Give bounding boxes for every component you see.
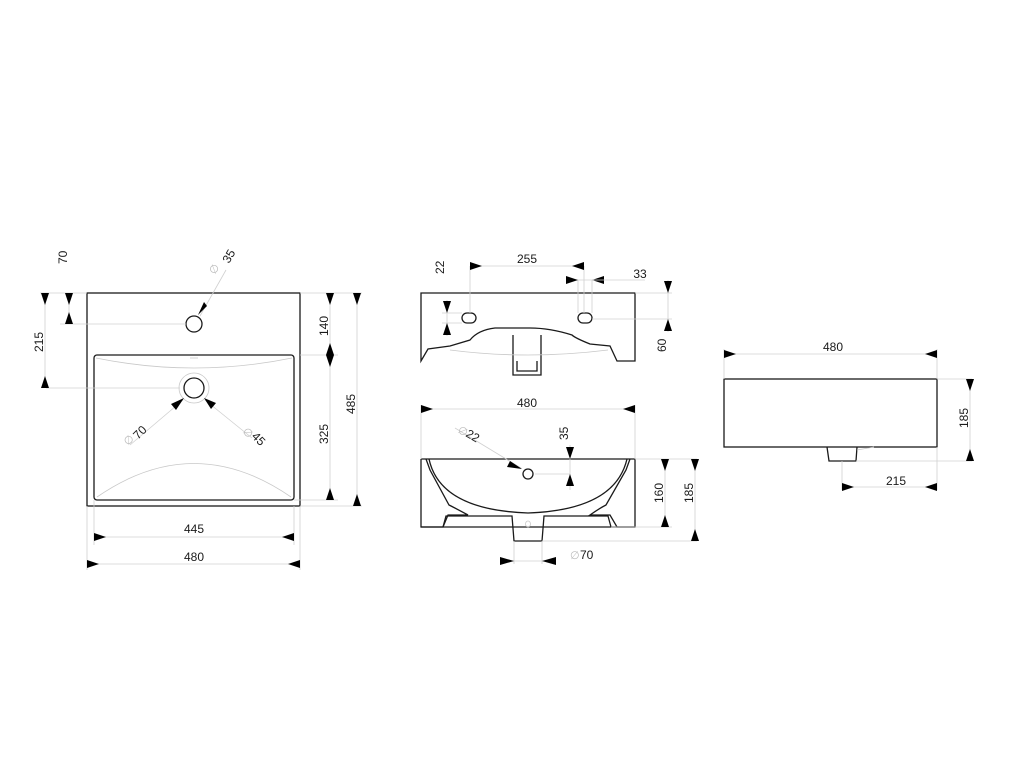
fixing-hole-right bbox=[577, 312, 593, 324]
dim-215-side: 215 bbox=[886, 474, 906, 488]
basin-outline bbox=[86, 292, 301, 507]
dim-60: 60 bbox=[655, 338, 669, 352]
dim-160: 160 bbox=[652, 483, 666, 503]
back-outline bbox=[420, 292, 636, 364]
dim-445: 445 bbox=[184, 522, 204, 536]
dim-35-overflow: 35 bbox=[557, 426, 571, 440]
waste-hole bbox=[183, 377, 205, 399]
dim-255: 255 bbox=[517, 252, 537, 266]
svg-text:∅: ∅ bbox=[570, 550, 580, 562]
fixing-hole-left bbox=[461, 312, 477, 324]
back-view: 22 255 33 60 bbox=[420, 252, 672, 376]
side-outline bbox=[723, 378, 938, 448]
tap-hole bbox=[185, 315, 203, 333]
dim-dia-22: 22 bbox=[464, 426, 483, 445]
dim-22-hole: 22 bbox=[433, 260, 447, 274]
dim-dia-35: 35 bbox=[219, 247, 238, 266]
dim-215: 215 bbox=[32, 332, 46, 352]
dim-33: 33 bbox=[633, 267, 647, 281]
top-view: 70 215 ∅ 35 ∅ 70 ∅ 45 140 325 bbox=[32, 247, 362, 570]
dim-185-section: 185 bbox=[682, 483, 696, 503]
dim-70-top: 70 bbox=[56, 250, 70, 264]
svg-text:∅: ∅ bbox=[207, 262, 222, 276]
dim-480-side: 480 bbox=[823, 340, 843, 354]
dim-185-side: 185 bbox=[957, 408, 971, 428]
dim-140: 140 bbox=[317, 316, 331, 336]
section-view: 480 ∅ 22 35 160 185 ∅ 70 bbox=[420, 396, 699, 565]
dim-485-depth: 485 bbox=[344, 394, 358, 414]
bowl-outline bbox=[93, 354, 295, 501]
side-view: 480 185 215 bbox=[723, 340, 974, 491]
dim-480-top: 480 bbox=[184, 550, 204, 564]
dim-325: 325 bbox=[317, 424, 331, 444]
dim-480-section: 480 bbox=[517, 396, 537, 410]
overflow-hole bbox=[522, 468, 534, 480]
dim-dia-70-section: 70 bbox=[580, 548, 594, 562]
